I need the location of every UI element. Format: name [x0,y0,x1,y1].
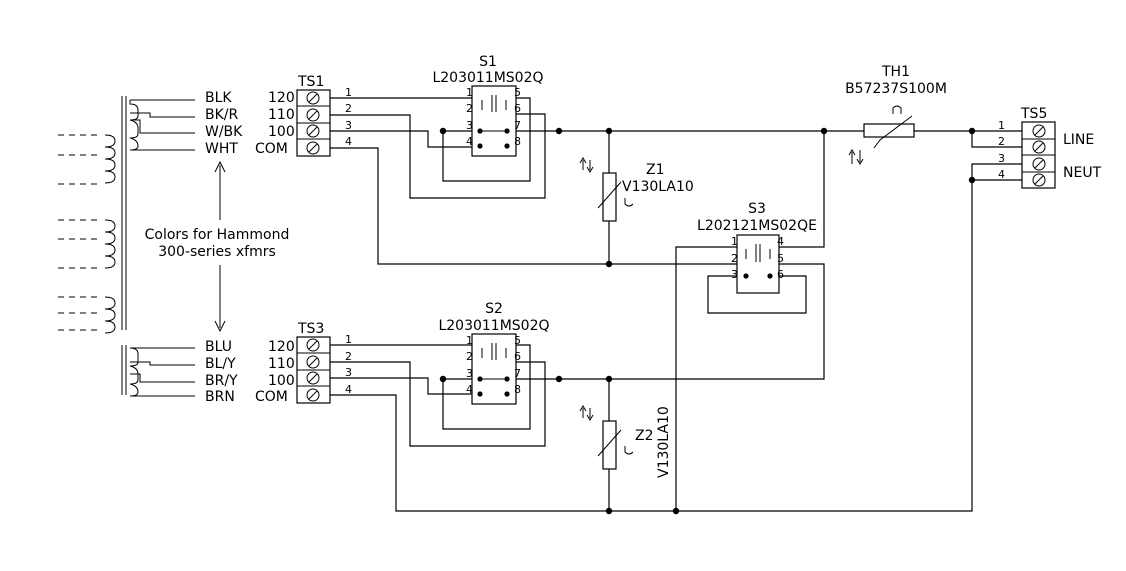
z2-part: V130LA10 [656,406,672,478]
tap-110-bottom: 110 [268,356,295,372]
s3-pin-4: 4 [777,235,784,248]
junction-dots [439,127,976,515]
s1-switch: S1 L203011MS02Q 1 2 3 4 5 6 7 8 [432,54,544,157]
ts5-line-label: LINE [1063,132,1094,148]
s3-part: L202121MS02QE [697,218,817,234]
ts3-pin-2: 2 [345,350,352,363]
wire-color-bry: BR/Y [205,373,238,389]
ts3-pin-4: 4 [345,383,352,396]
s1-part: L203011MS02Q [432,70,543,86]
s2-pin-7: 7 [514,367,521,380]
bottom-tap-leads [130,347,195,397]
s2-label: S2 [485,301,503,317]
note-line-1: Colors for Hammond [145,227,290,243]
ts1-pin-4: 4 [345,135,352,148]
circuit-wiring [330,97,1022,512]
ts5-label: TS5 [1020,106,1047,122]
s3-pin-3: 3 [731,268,738,281]
ts5-terminal-strip: TS5 1 2 3 4 LINE NEUT [998,106,1102,189]
tap-120-bottom: 120 [268,339,295,355]
tap-com-bottom: COM [255,389,288,405]
s1-pin-2: 2 [466,102,473,115]
tap-100-bottom: 100 [268,373,295,389]
s2-pin-5: 5 [514,334,521,347]
s2-pin-8: 8 [514,383,521,396]
z1-varistor: Z1 V130LA10 [579,157,694,222]
s1-pin-6: 6 [514,102,521,115]
z1-label: Z1 [646,162,665,178]
z2-label: Z2 [635,428,654,444]
ts5-neut-label: NEUT [1063,165,1102,181]
wire-color-blk: BLK [205,90,232,106]
s2-pin-1: 1 [466,334,473,347]
ts1-label: TS1 [297,74,324,90]
wire-color-blu: BLU [205,339,232,355]
s2-pin-3: 3 [466,367,473,380]
colors-note: Colors for Hammond 300-series xfmrs [145,160,290,333]
ts3-terminal-strip: TS3 1 2 3 4 [296,321,352,404]
ts1-pin-2: 2 [345,102,352,115]
tap-com-top: COM [255,141,288,157]
s3-label: S3 [748,201,766,217]
th1-thermistor: TH1 B57237S100M [845,64,947,165]
ts3-pin-3: 3 [345,366,352,379]
s3-pin-5: 5 [777,252,784,265]
s2-pin-6: 6 [514,350,521,363]
wire-color-wbk: W/BK [205,124,243,140]
s3-switch: S3 L202121MS02QE 1 2 3 4 5 6 [697,201,817,294]
s3-pin-6: 6 [777,268,784,281]
s1-pin-5: 5 [514,86,521,99]
s1-pin-8: 8 [514,135,521,148]
s1-label: S1 [479,54,497,70]
s2-pin-2: 2 [466,350,473,363]
z2-varistor: Z2 V130LA10 [579,405,672,478]
s1-pin-3: 3 [466,119,473,132]
ts5-pin-3: 3 [998,152,1005,165]
s3-pin-2: 2 [731,252,738,265]
th1-part: B57237S100M [845,81,947,97]
ts1-pin-3: 3 [345,119,352,132]
ts5-pin-1: 1 [998,119,1005,132]
s2-switch: S2 L203011MS02Q 1 2 3 4 5 6 7 8 [438,301,550,405]
wire-color-wht: WHT [205,141,238,157]
th1-label: TH1 [881,64,910,80]
s1-pin-4: 4 [466,135,473,148]
ts5-pin-4: 4 [998,168,1005,181]
tap-100-top: 100 [268,124,295,140]
ts1-terminal-strip: TS1 1 2 3 4 [296,74,352,157]
tap-110-top: 110 [268,107,295,123]
z1-part: V130LA10 [622,179,694,195]
transformer-windings [58,96,139,397]
ts3-label: TS3 [297,321,324,337]
wire-color-bkr: BK/R [205,107,239,123]
s1-pin-1: 1 [466,86,473,99]
s2-part: L203011MS02Q [438,318,549,334]
s1-pin-7: 7 [514,119,521,132]
s2-pin-4: 4 [466,383,473,396]
s3-pin-1: 1 [731,235,738,248]
top-tap-leads [130,99,195,151]
note-line-2: 300-series xfmrs [158,244,276,260]
wire-color-brn: BRN [205,389,235,405]
ts5-pin-2: 2 [998,135,1005,148]
ts1-pin-1: 1 [345,86,352,99]
tap-120-top: 120 [268,90,295,106]
wire-color-bly: BL/Y [205,356,236,372]
ts3-pin-1: 1 [345,333,352,346]
